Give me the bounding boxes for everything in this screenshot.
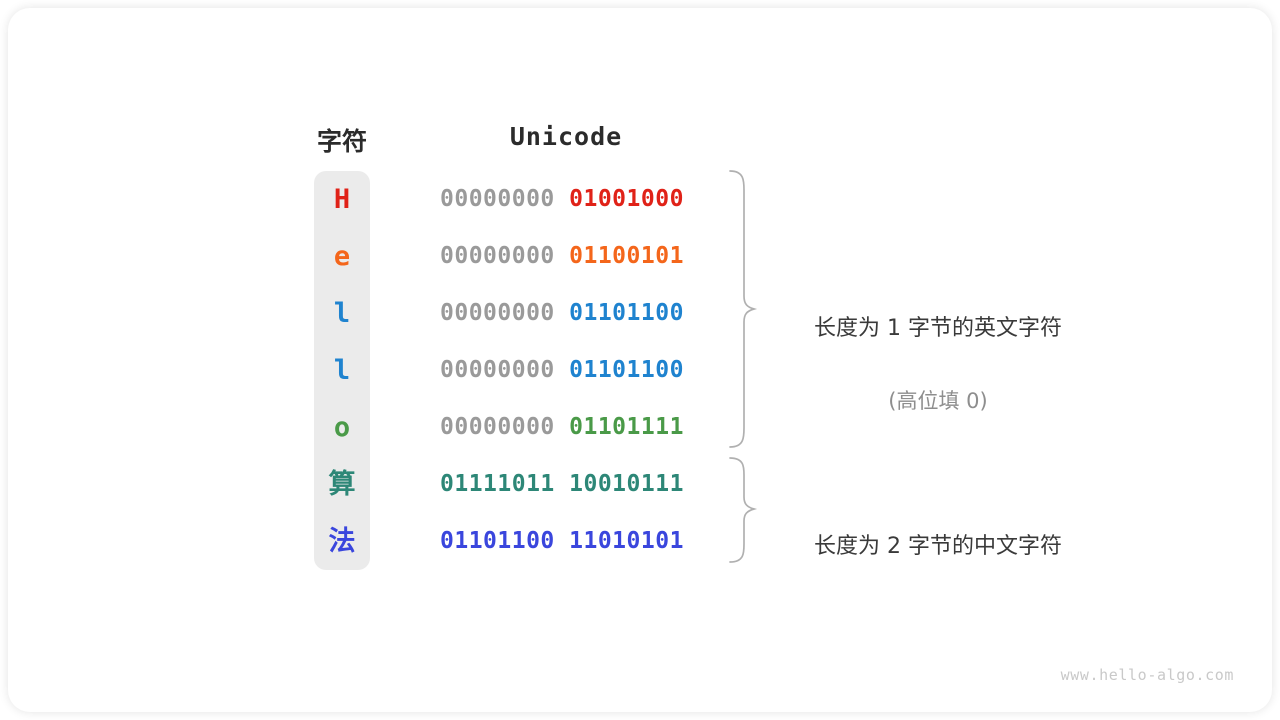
- high-byte: 01111011: [440, 471, 555, 497]
- high-byte: 00000000: [440, 243, 555, 269]
- row-character: o: [333, 412, 351, 443]
- low-byte: 01101111: [569, 414, 684, 440]
- table-row: H 00000000 01001000: [314, 171, 714, 228]
- annotation-ascii-line1: 长度为 1 字节的英文字符: [814, 316, 1062, 341]
- high-byte: 00000000: [440, 300, 555, 326]
- low-byte: 11010101: [569, 528, 684, 554]
- watermark: www.hello-algo.com: [1060, 666, 1234, 684]
- row-unicode-bits: 00000000 01101100: [440, 285, 698, 342]
- low-byte: 01101100: [569, 300, 684, 326]
- annotation-cjk: 长度为 2 字节的中文字符: [763, 492, 1113, 602]
- character-column-strip: [314, 171, 370, 570]
- low-byte: 01100101: [569, 243, 684, 269]
- row-character: e: [333, 241, 351, 272]
- row-unicode-bits: 00000000 01001000: [440, 171, 698, 228]
- row-character: 算: [328, 469, 356, 500]
- row-unicode-bits: 01111011 10010111: [440, 456, 698, 513]
- table-row: l 00000000 01101100: [314, 285, 714, 342]
- unicode-table: H 00000000 01001000 e 00000000 01100101 l 000…: [8, 8, 1272, 712]
- row-unicode-bits: 00000000 01100101: [440, 228, 698, 285]
- high-byte: 01101100: [440, 528, 555, 554]
- annotation-cjk-line1: 长度为 2 字节的中文字符: [814, 534, 1062, 559]
- low-byte: 10010111: [569, 471, 684, 497]
- unicode-column-header: Unicode: [509, 122, 623, 151]
- char-column-header: 字符: [316, 127, 367, 156]
- figure-card: 字符 Unicode H 00000000 01001000 e 00000000 0…: [8, 8, 1272, 712]
- table-row: e 00000000 01100101: [314, 228, 714, 285]
- row-unicode-bits: 00000000 01101111: [440, 399, 698, 456]
- row-character: 法: [328, 526, 356, 557]
- row-unicode-bits: 00000000 01101100: [440, 342, 698, 399]
- row-character: l: [333, 355, 351, 386]
- table-row: o 00000000 01101111: [314, 399, 714, 456]
- high-byte: 00000000: [440, 414, 555, 440]
- low-byte: 01001000: [569, 186, 684, 212]
- annotation-ascii: 长度为 1 字节的英文字符 (高位填 0): [763, 274, 1113, 456]
- high-byte: 00000000: [440, 357, 555, 383]
- annotation-ascii-line2: (高位填 0): [888, 389, 988, 413]
- table-row: 算 01111011 10010111: [314, 456, 714, 513]
- row-unicode-bits: 01101100 11010101: [440, 513, 698, 570]
- row-character: H: [333, 184, 351, 215]
- table-row: l 00000000 01101100: [314, 342, 714, 399]
- low-byte: 01101100: [569, 357, 684, 383]
- row-character: l: [333, 298, 351, 329]
- high-byte: 00000000: [440, 186, 555, 212]
- table-row: 法 01101100 11010101: [314, 513, 714, 570]
